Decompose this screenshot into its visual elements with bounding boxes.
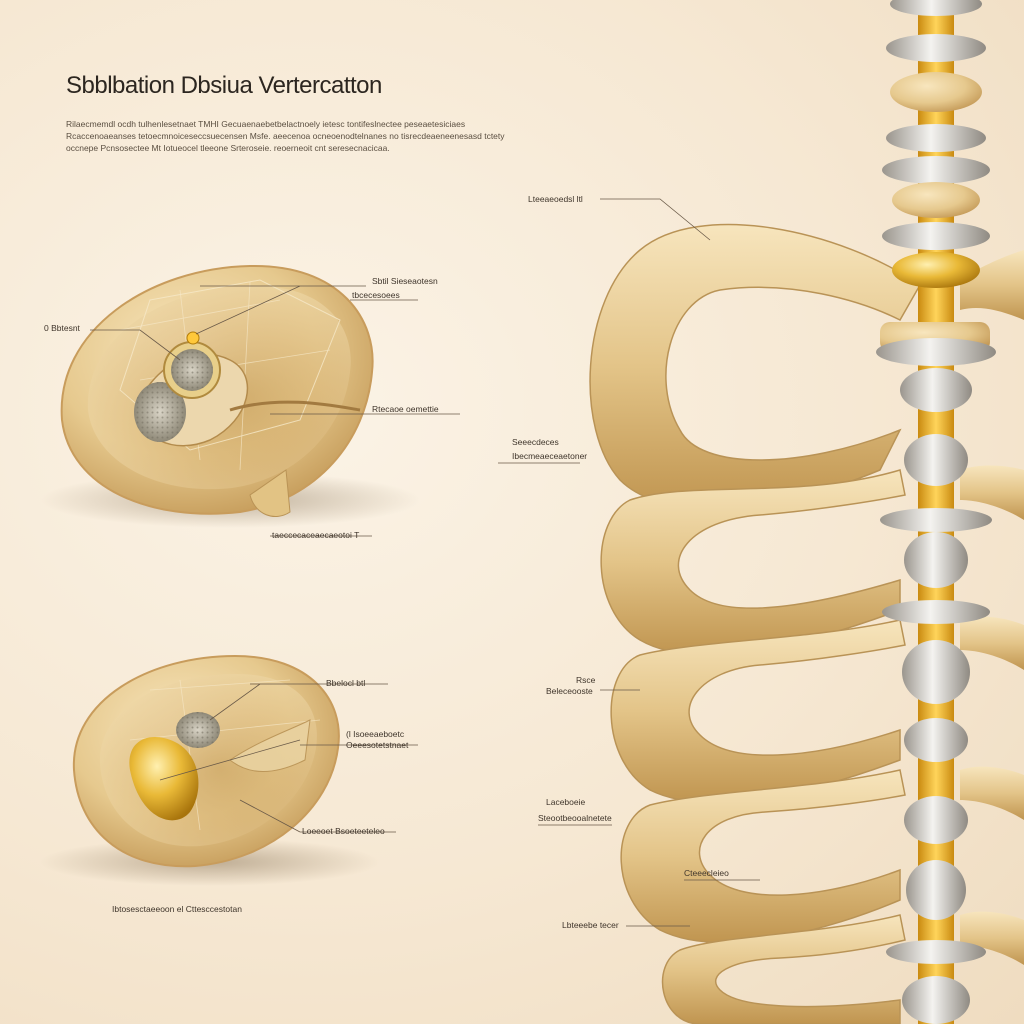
- lower-disc-label: (l Isoeeaeboetc: [346, 729, 405, 739]
- vertebral-column: [876, 0, 996, 1024]
- upper-disc-label: taeccecaceaecaeotoi T: [272, 530, 360, 540]
- description-line: occnepe Pcnsosectee Mt Iotueocel tleeone…: [66, 143, 390, 153]
- spine-label: Steootbeooalnetete: [538, 813, 612, 823]
- description-line: Rcaccenoaeanses tetoecmnoiceseccsuecense…: [66, 131, 505, 141]
- upper-disc-model: [40, 264, 420, 528]
- lower-disc-label: Bbelocl btl: [326, 678, 366, 688]
- spine-label: Lbteeebe tecer: [562, 920, 619, 930]
- page-title: Sbblbation Dbsiua Vertercatton: [66, 72, 382, 99]
- spine-label: Lteeaeoedsl ltl: [528, 194, 583, 204]
- upper-disc-label: Sbtil Sieseaotesn: [372, 276, 438, 286]
- spine-label: Cteeecleieo: [684, 868, 729, 878]
- spine-label: Seeecdeces: [512, 437, 559, 447]
- spine-ribcage-model: [589, 0, 1024, 1024]
- upper-disc-label: tbcecesoees: [352, 290, 400, 300]
- lower-disc-label: Oeeesotetstnaet: [346, 740, 409, 750]
- spine-label: Ibecmeaeceaetoner: [512, 451, 588, 461]
- lower-disc-label: Loeeoet Bsoeteeteleo: [302, 826, 385, 836]
- lower-disc-model: [40, 654, 380, 886]
- spine-label: Beleceooste: [546, 686, 593, 696]
- spine-label: Rsce: [576, 675, 596, 685]
- description-line: Rilaecmemdl ocdh tulhenlesetnaet TMHI Ge…: [66, 119, 466, 129]
- spine-label: Laceboeie: [546, 797, 586, 807]
- upper-disc-label: Rtecaoe oemettie: [372, 404, 439, 414]
- leader-lines: [90, 198, 760, 927]
- description-paragraph: Rilaecmemdl ocdh tulhenlesetnaet TMHI Ge…: [66, 118, 566, 154]
- upper-disc-label: 0 Bbtesnt: [44, 323, 80, 333]
- lower-disc-label: Ibtosesctaeeoon el Cttesccestotan: [112, 904, 242, 914]
